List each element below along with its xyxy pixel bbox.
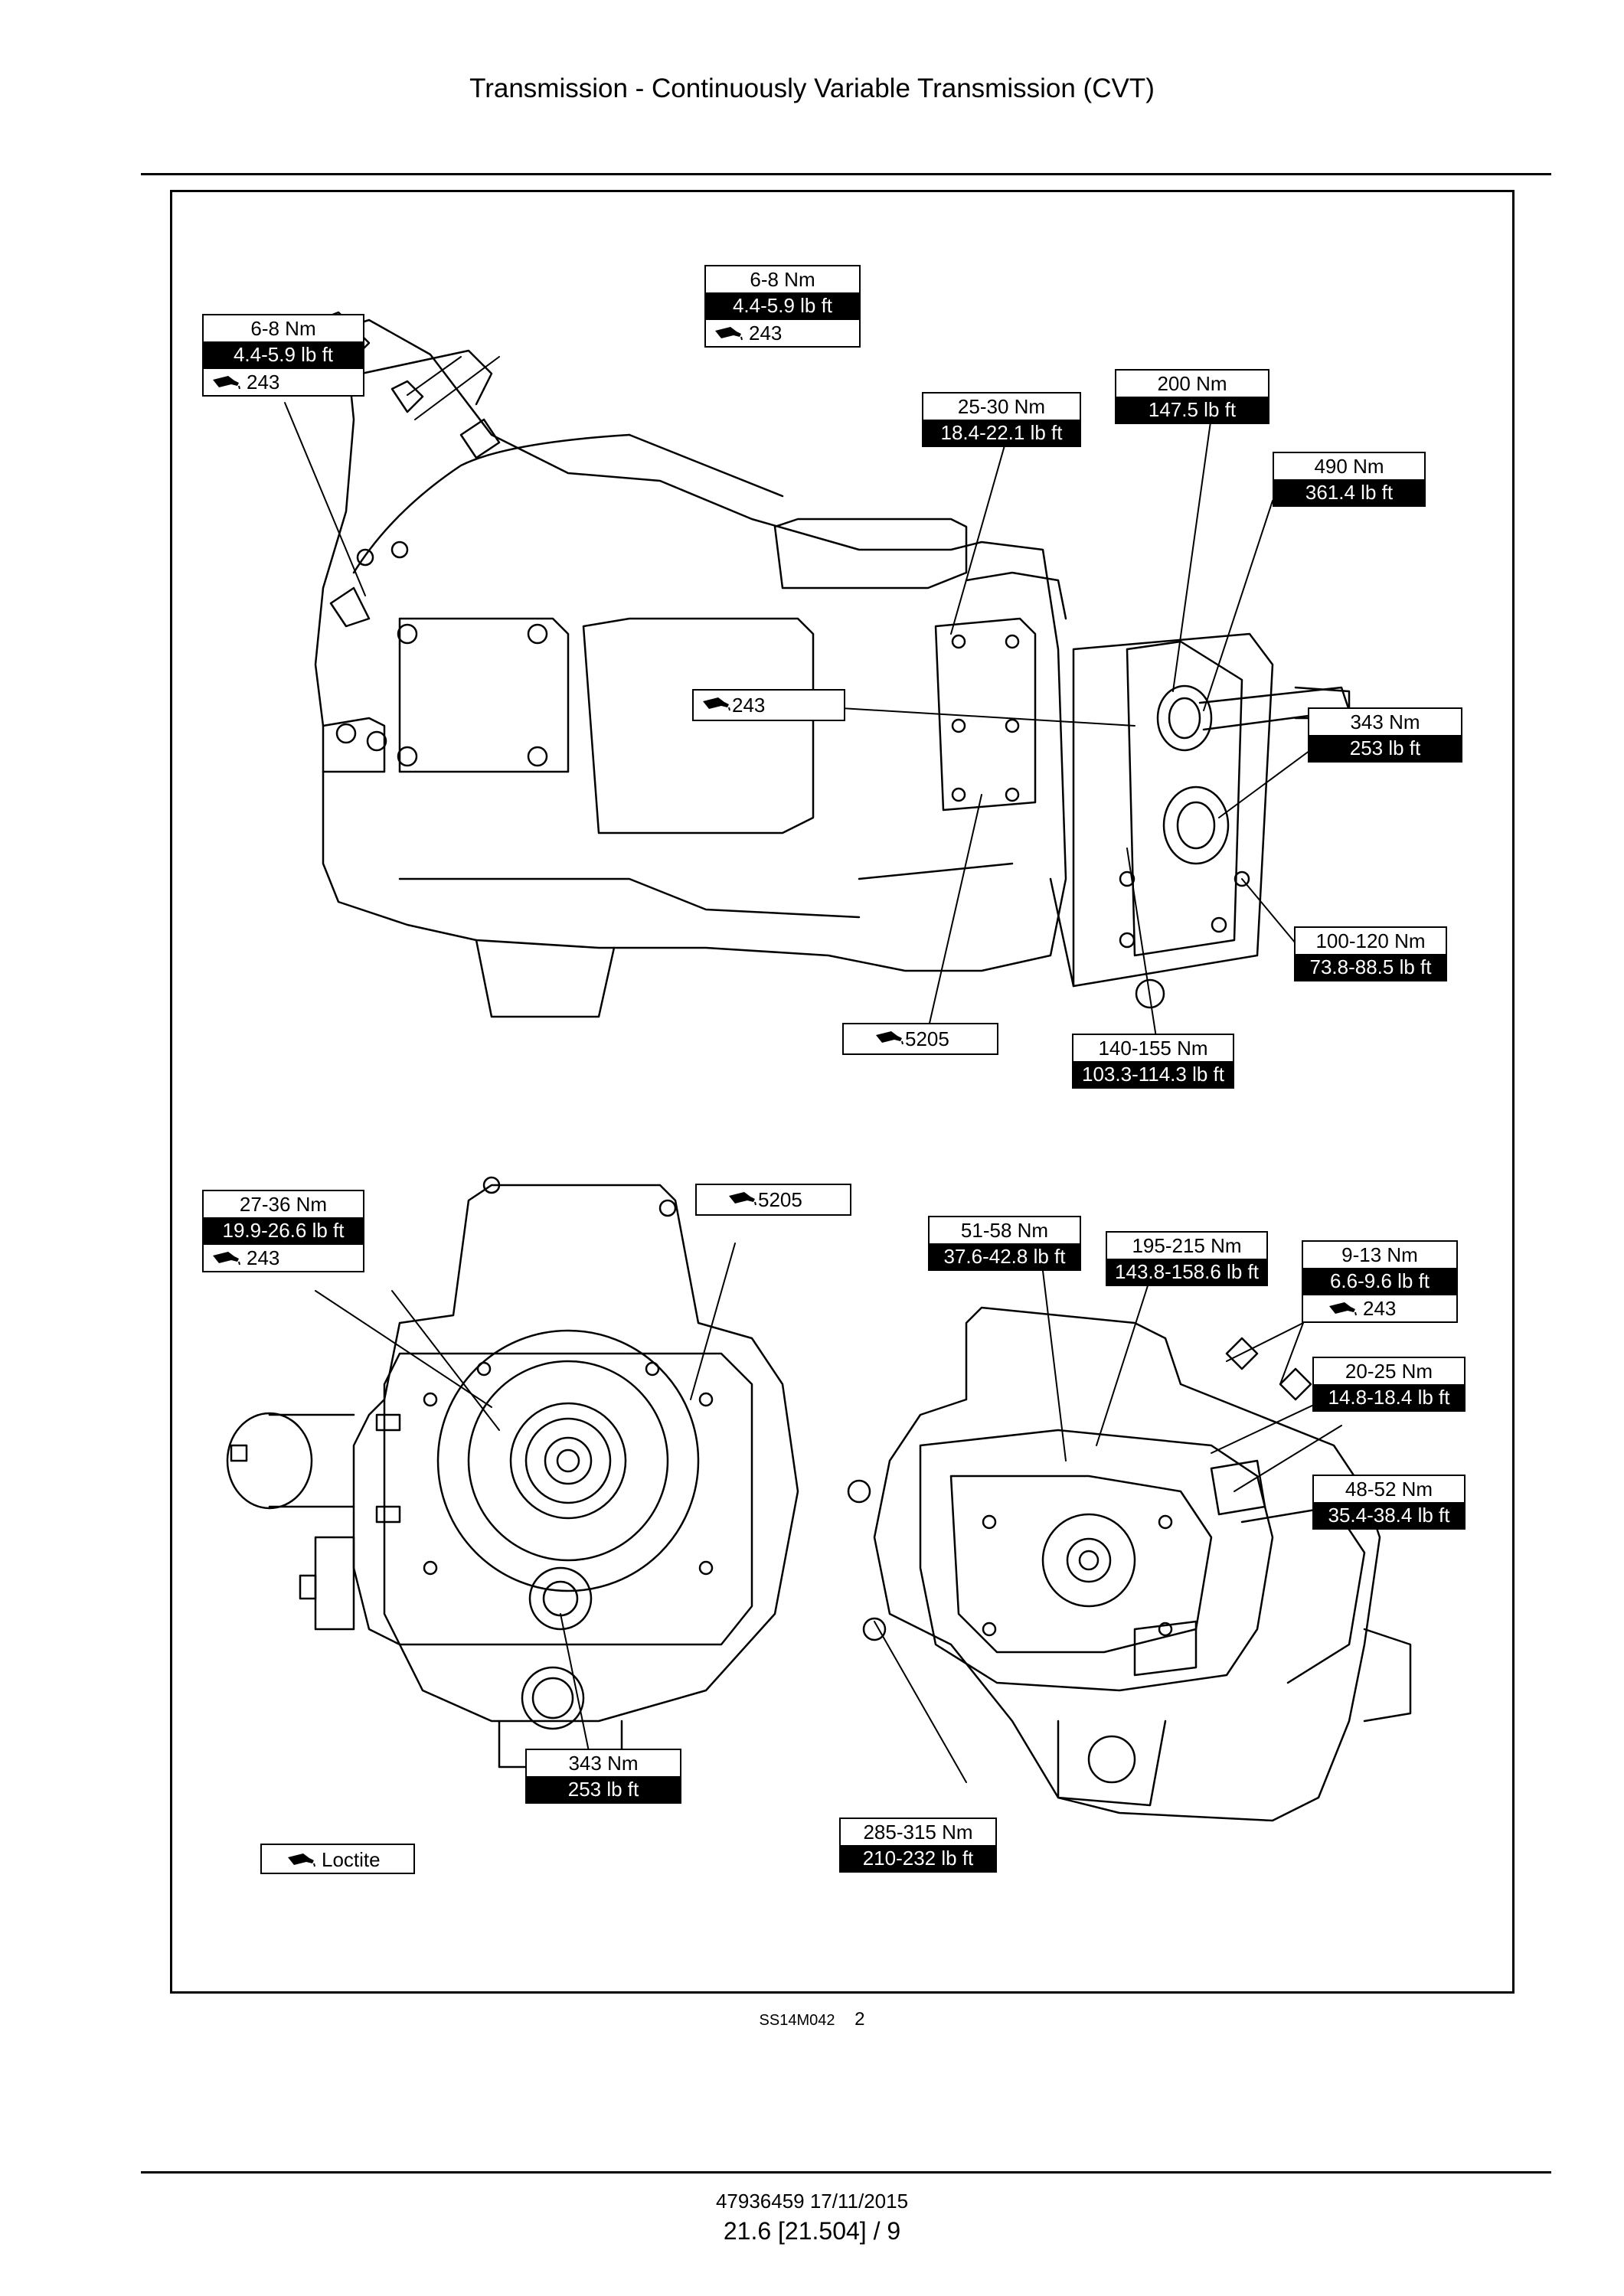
torque-lbft: 35.4-38.4 lb ft	[1314, 1502, 1464, 1528]
loctite-row: 243	[706, 318, 859, 346]
torque-callout-8: 100-120 Nm 73.8-88.5 lb ft	[1294, 926, 1447, 981]
torque-nm: 6-8 Nm	[250, 317, 316, 340]
torque-callout-10: 140-155 Nm 103.3-114.3 lb ft	[1072, 1034, 1234, 1089]
torque-nm: 195-215 Nm	[1132, 1234, 1242, 1257]
torque-lbft: 103.3-114.3 lb ft	[1073, 1061, 1233, 1087]
torque-lbft: 18.4-22.1 lb ft	[923, 420, 1080, 446]
torque-lbft: 361.4 lb ft	[1274, 479, 1424, 505]
header-rule	[141, 173, 1551, 175]
loctite-bottle-icon	[211, 371, 242, 397]
torque-callout-11: 27-36 Nm 19.9-26.6 lb ft 243	[202, 1190, 364, 1272]
loctite-bottle-icon	[714, 322, 744, 348]
page-header-title: Transmission - Continuously Variable Tra…	[469, 73, 1155, 103]
torque-lbft: 4.4-5.9 lb ft	[706, 292, 859, 318]
loctite-bottle-icon	[1328, 1297, 1358, 1323]
torque-callout-2: 6-8 Nm 4.4-5.9 lb ft 243	[704, 265, 861, 348]
torque-nm: 140-155 Nm	[1098, 1037, 1208, 1060]
torque-lbft: 4.4-5.9 lb ft	[204, 341, 363, 367]
torque-nm: 27-36 Nm	[239, 1193, 328, 1216]
loctite-row: 243	[694, 691, 844, 720]
loctite-row: 5205	[844, 1024, 997, 1053]
torque-callout-18: 48-52 Nm 35.4-38.4 lb ft	[1312, 1475, 1466, 1530]
torque-lbft: 143.8-158.6 lb ft	[1107, 1259, 1266, 1285]
torque-callout-13: 343 Nm 253 lb ft	[525, 1749, 681, 1804]
transmission-illustration	[226, 311, 1412, 1822]
torque-nm: 200 Nm	[1157, 372, 1227, 395]
loctite-bottle-icon	[874, 1027, 905, 1050]
torque-callout-7: 343 Nm 253 lb ft	[1308, 707, 1462, 763]
torque-lbft: 73.8-88.5 lb ft	[1296, 954, 1446, 980]
loctite-number: 243	[732, 694, 766, 717]
torque-nm: 48-52 Nm	[1345, 1478, 1433, 1501]
footer-doc-ref: 47936459 17/11/2015	[715, 2190, 909, 2213]
figure-frame	[170, 190, 1515, 1994]
loctite-number: 243	[749, 322, 783, 345]
torque-callout-17: 20-25 Nm 14.8-18.4 lb ft	[1312, 1357, 1466, 1412]
torque-lbft: 253 lb ft	[1309, 735, 1461, 761]
loctite-row: 243	[204, 1243, 363, 1271]
torque-nm: 20-25 Nm	[1345, 1360, 1433, 1383]
torque-nm: 51-58 Nm	[960, 1219, 1049, 1242]
footer-rule	[141, 2171, 1551, 2174]
torque-callout-14: 51-58 Nm 37.6-42.8 lb ft	[928, 1216, 1081, 1271]
torque-nm: 25-30 Nm	[957, 395, 1046, 418]
torque-callout-1: 6-8 Nm 4.4-5.9 lb ft 243	[202, 314, 364, 397]
loctite-row: 243	[1303, 1294, 1456, 1321]
loctite-bottle-icon	[286, 1847, 317, 1876]
torque-callout-16: 9-13 Nm 6.6-9.6 lb ft 243	[1302, 1240, 1458, 1323]
loctite-legend-label: Loctite	[322, 1848, 381, 1871]
torque-lbft: 37.6-42.8 lb ft	[930, 1243, 1080, 1269]
figure-number: 2	[854, 2009, 865, 2030]
loctite-number: 5205	[905, 1027, 949, 1050]
torque-nm: 343 Nm	[568, 1752, 639, 1775]
torque-lbft: 210-232 lb ft	[841, 1845, 995, 1871]
loctite-row: 5205	[697, 1185, 850, 1214]
torque-callout-5: 490 Nm 361.4 lb ft	[1273, 452, 1426, 507]
loctite-bottle-icon	[701, 694, 732, 717]
loctite-number: 5205	[758, 1188, 802, 1211]
loctite-bottle-icon	[211, 1246, 242, 1272]
loctite-number: 243	[247, 371, 280, 394]
torque-nm: 9-13 Nm	[1341, 1243, 1418, 1266]
loctite-number: 243	[247, 1246, 280, 1269]
loctite-legend: Loctite	[260, 1844, 415, 1874]
torque-callout-19: 285-315 Nm 210-232 lb ft	[839, 1818, 997, 1873]
loctite-callout-9: 5205	[842, 1023, 998, 1055]
torque-nm: 6-8 Nm	[750, 268, 815, 291]
torque-lbft: 147.5 lb ft	[1116, 397, 1268, 423]
torque-nm: 285-315 Nm	[863, 1821, 973, 1844]
bottom-left-transmission-drawing	[226, 1176, 799, 1769]
torque-lbft: 253 lb ft	[527, 1776, 680, 1802]
torque-nm: 100-120 Nm	[1315, 929, 1426, 952]
torque-lbft: 14.8-18.4 lb ft	[1314, 1384, 1464, 1410]
torque-lbft: 6.6-9.6 lb ft	[1303, 1268, 1456, 1294]
loctite-callout-6: 243	[692, 689, 845, 721]
bottom-right-transmission-drawing	[847, 1306, 1412, 1822]
figure-caption: SS14M042 2	[0, 2009, 1624, 2030]
loctite-callout-12: 5205	[695, 1184, 851, 1216]
loctite-bottle-icon	[727, 1188, 758, 1211]
footer-page-number: 21.6 [21.504] / 9	[723, 2217, 901, 2245]
leader-lines	[284, 356, 1342, 1783]
torque-callout-15: 195-215 Nm 143.8-158.6 lb ft	[1106, 1231, 1268, 1286]
torque-callout-3: 25-30 Nm 18.4-22.1 lb ft	[922, 392, 1081, 447]
loctite-row: 243	[204, 367, 363, 395]
torque-nm: 343 Nm	[1350, 710, 1420, 733]
torque-callout-4: 200 Nm 147.5 lb ft	[1115, 369, 1269, 424]
loctite-number: 243	[1363, 1297, 1397, 1320]
torque-nm: 490 Nm	[1314, 455, 1384, 478]
figure-code: SS14M042	[759, 2012, 835, 2029]
torque-lbft: 19.9-26.6 lb ft	[204, 1217, 363, 1243]
